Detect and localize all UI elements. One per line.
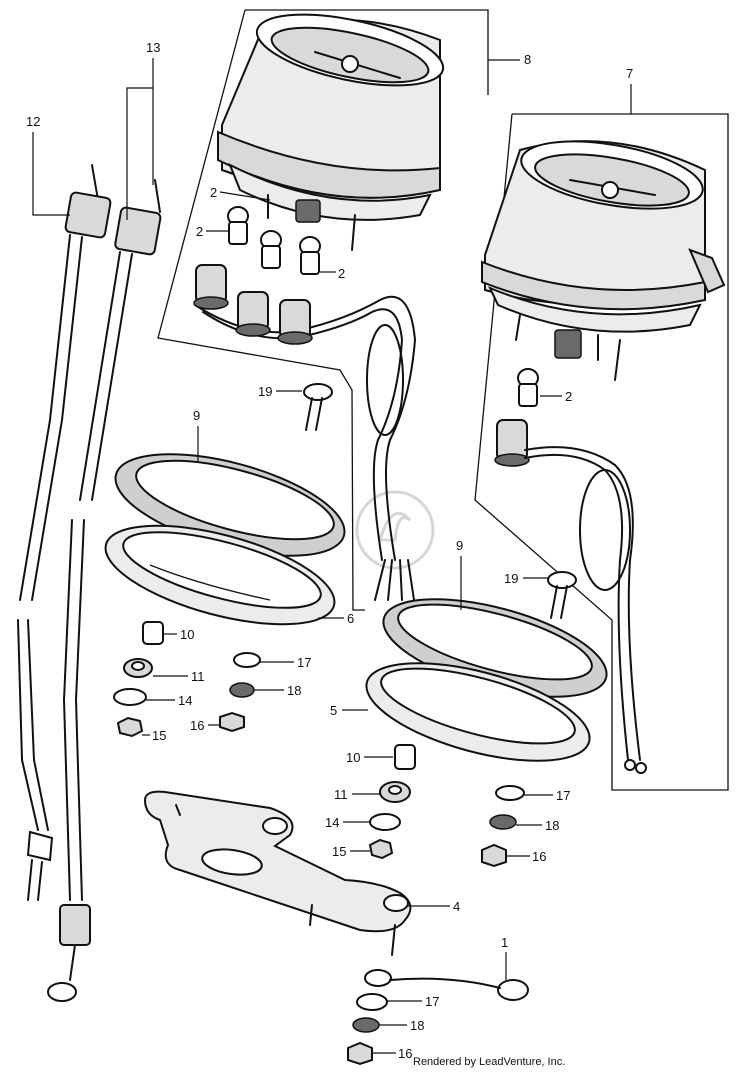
callout-2-c: 2 (338, 266, 345, 281)
watermark-logo (355, 490, 435, 570)
callout-18-a: 18 (287, 683, 301, 698)
hardware-left-group (113, 621, 261, 738)
tachometer-gauge (481, 140, 726, 381)
callout-16-a: 16 (190, 718, 204, 733)
tachometer-bulb (517, 368, 539, 407)
callout-15-a: 15 (152, 728, 166, 743)
callout-17-c: 17 (425, 994, 439, 1009)
callout-10-a: 10 (180, 627, 194, 642)
callout-11-b: 11 (334, 787, 348, 802)
callout-10-b: 10 (346, 750, 360, 765)
callout-19-b: 19 (504, 571, 518, 586)
hardware-right-group (368, 744, 525, 868)
callout-6: 6 (347, 611, 354, 626)
callout-2-b: 2 (196, 224, 203, 239)
speedometer-cable (47, 179, 162, 1002)
callout-5: 5 (330, 703, 337, 718)
callout-17-b: 17 (556, 788, 570, 803)
callout-18-b: 18 (545, 818, 559, 833)
bulb-2 (260, 230, 282, 269)
tachometer-cup-5 (365, 662, 591, 762)
callout-1: 1 (501, 935, 508, 950)
callout-4: 4 (453, 899, 460, 914)
callout-2-a: 2 (210, 185, 217, 200)
callout-14-a: 14 (178, 693, 192, 708)
speedometer-wiring-harness (193, 264, 416, 601)
bulb-3 (299, 236, 321, 275)
callout-7: 7 (626, 66, 633, 81)
socket-3 (277, 299, 313, 345)
callout-13: 13 (146, 40, 160, 55)
speedometer-gauge (217, 13, 445, 251)
socket-2 (235, 291, 271, 337)
ground-wire-1 (364, 969, 529, 1001)
tachometer-cable (17, 164, 112, 901)
assembly-8-frame (157, 9, 489, 611)
bulb-1 (227, 206, 249, 245)
callout-15-b: 15 (332, 844, 346, 859)
callout-2-d: 2 (565, 389, 572, 404)
speedometer-cup-6 (104, 524, 336, 626)
screw-19-right (547, 571, 577, 619)
callout-9-b: 9 (456, 538, 463, 553)
speedometer-bulbs (227, 206, 321, 275)
assembly-7-frame (474, 113, 729, 791)
mounting-bracket-4 (143, 790, 412, 956)
socket-1 (193, 264, 229, 310)
callout-labels: 12 13 8 7 2 2 2 2 19 19 9 9 6 5 (26, 40, 633, 1061)
callout-14-b: 14 (325, 815, 339, 830)
callout-8: 8 (524, 52, 531, 67)
screw-19-left (303, 383, 333, 431)
callout-12: 12 (26, 114, 40, 129)
callout-9-a: 9 (193, 408, 200, 423)
tachometer-wiring-harness (494, 419, 647, 774)
callout-16-b: 16 (532, 849, 546, 864)
callout-17-a: 17 (297, 655, 311, 670)
callout-11-a: 11 (191, 669, 205, 684)
callout-16-c: 16 (398, 1046, 412, 1061)
callout-19-a: 19 (258, 384, 272, 399)
callout-18-c: 18 (410, 1018, 424, 1033)
footer-credit: Rendered by LeadVenture, Inc. (413, 1056, 566, 1068)
